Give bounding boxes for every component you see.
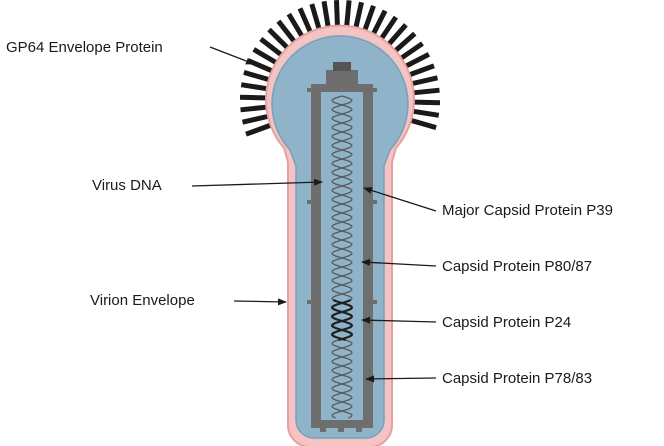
label-capsid-protein-p24: Capsid Protein P24 bbox=[442, 314, 571, 331]
arrow-gp64 bbox=[210, 47, 254, 64]
arrow-virion-envelope bbox=[234, 301, 286, 302]
label-gp64-envelope-protein: GP64 Envelope Protein bbox=[6, 39, 163, 56]
label-virus-dna: Virus DNA bbox=[92, 177, 162, 194]
label-major-capsid-protein-p39: Major Capsid Protein P39 bbox=[442, 202, 613, 219]
label-virion-envelope: Virion Envelope bbox=[90, 292, 195, 309]
label-capsid-protein-p78-83: Capsid Protein P78/83 bbox=[442, 370, 592, 387]
label-capsid-protein-p80-87: Capsid Protein P80/87 bbox=[442, 258, 592, 275]
capsid-frame bbox=[307, 62, 377, 432]
